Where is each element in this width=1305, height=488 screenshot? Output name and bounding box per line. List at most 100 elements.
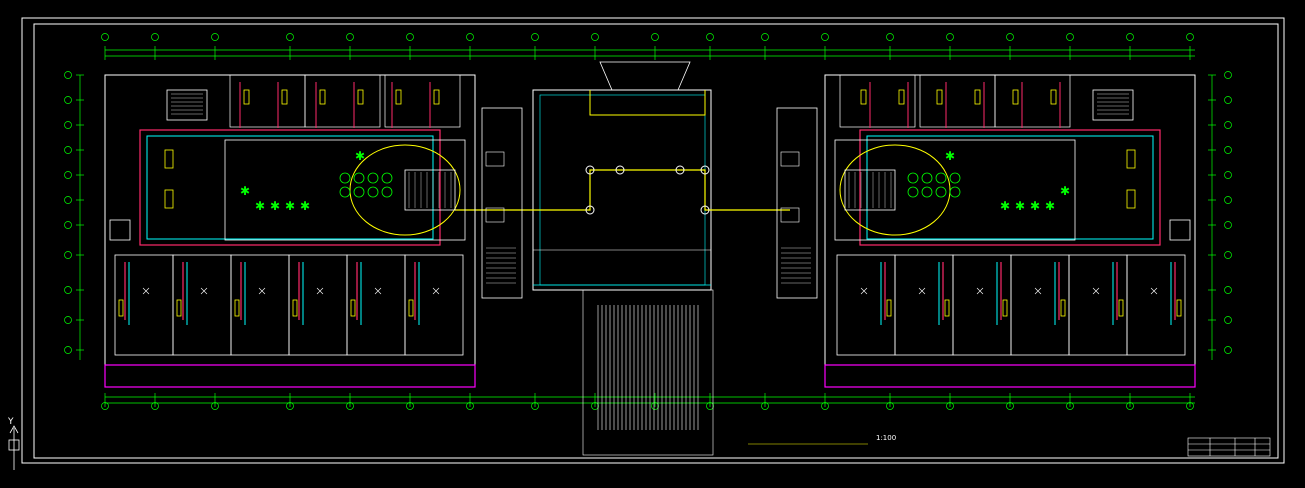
planter <box>353 172 365 184</box>
right-wing: ✱✱✱✱✱✱ <box>824 74 1196 388</box>
stair <box>166 89 208 121</box>
drawing-title: 1:100 <box>748 434 896 445</box>
elevator <box>485 207 505 223</box>
axis-bubbles <box>64 33 1232 410</box>
planter <box>339 186 351 198</box>
axis-bubble <box>64 96 72 104</box>
fan-coil-unit <box>886 299 892 317</box>
axis-bubble <box>1224 171 1232 179</box>
axis-bubble <box>211 33 219 41</box>
fan-coil-unit <box>176 299 182 317</box>
axis-bubble <box>64 316 72 324</box>
elevator <box>780 207 800 223</box>
planter <box>353 186 365 198</box>
axis-bubble <box>1224 221 1232 229</box>
equipment <box>936 89 943 105</box>
ucs-axis-icon: Y <box>7 417 20 470</box>
axis-bubble <box>101 33 109 41</box>
axis-bubble <box>1224 146 1232 154</box>
axis-bubble <box>1066 33 1074 41</box>
planter <box>935 186 947 198</box>
axis-bubble <box>1224 346 1232 354</box>
fan-coil-unit <box>944 299 950 317</box>
plant-icon: ✱ <box>240 184 250 198</box>
diffuser-mark <box>976 287 984 295</box>
left-wing: ✱✱✱✱✱✱ <box>104 74 476 388</box>
axis-bubble <box>1224 286 1232 294</box>
stair <box>1092 89 1134 121</box>
diffuser-mark <box>316 287 324 295</box>
equipment <box>433 89 440 105</box>
fan-coil-unit <box>118 299 124 317</box>
axis-bubble <box>706 402 714 410</box>
title-block <box>1187 437 1271 457</box>
axis-bubble <box>286 33 294 41</box>
axis-bubble <box>1224 71 1232 79</box>
axis-bubble <box>821 33 829 41</box>
planter <box>907 172 919 184</box>
fan-coil-unit <box>1118 299 1124 317</box>
fan-coil-unit <box>292 299 298 317</box>
diffuser-mark <box>918 287 926 295</box>
shaft <box>1169 219 1191 241</box>
atrium-stair <box>844 169 896 211</box>
equipment <box>1126 149 1136 169</box>
fan-coil-unit <box>350 299 356 317</box>
planter <box>921 172 933 184</box>
axis-bubble <box>64 251 72 259</box>
shaft <box>109 219 131 241</box>
axis-bubble <box>286 402 294 410</box>
planter <box>381 186 393 198</box>
plant-icon: ✱ <box>255 199 265 213</box>
diffuser-mark <box>860 287 868 295</box>
axis-bubble <box>761 402 769 410</box>
planter <box>339 172 351 184</box>
office-room <box>836 254 896 356</box>
room <box>384 74 461 128</box>
atrium-stair <box>404 169 456 211</box>
axis-bubble <box>466 402 474 410</box>
fan-coil-unit <box>1176 299 1182 317</box>
fan-coil-unit <box>1002 299 1008 317</box>
equipment <box>860 89 867 105</box>
axis-bubble <box>1126 33 1134 41</box>
balcony-band <box>104 364 476 388</box>
axis-bubble <box>591 33 599 41</box>
planter <box>907 186 919 198</box>
axis-bubble <box>946 402 954 410</box>
ucs-y-label: Y <box>7 417 14 427</box>
plant-icon: ✱ <box>1030 199 1040 213</box>
room <box>919 74 996 128</box>
office-room <box>404 254 464 356</box>
diffuser-mark <box>374 287 382 295</box>
elevator <box>780 151 800 167</box>
balcony-band <box>824 364 1196 388</box>
equipment <box>243 89 250 105</box>
axis-bubble <box>211 402 219 410</box>
planter <box>949 172 961 184</box>
supply-duct-main <box>139 129 441 246</box>
elevator <box>485 151 505 167</box>
axis-bubble <box>886 402 894 410</box>
axis-bubble <box>64 286 72 294</box>
diffuser-mark <box>142 287 150 295</box>
axis-bubble <box>64 146 72 154</box>
axis-bubble <box>1066 402 1074 410</box>
axis-bubble <box>1224 251 1232 259</box>
axis-bubble <box>1006 402 1014 410</box>
drawing-scale: 1:100 <box>876 434 896 442</box>
room <box>839 74 916 128</box>
plant-icon: ✱ <box>355 149 365 163</box>
axis-bubble <box>346 33 354 41</box>
entrance-steps <box>582 289 714 456</box>
axis-bubble <box>151 402 159 410</box>
axis-bubble <box>64 346 72 354</box>
planter <box>949 186 961 198</box>
equipment <box>1050 89 1057 105</box>
axis-bubble <box>64 221 72 229</box>
equipment <box>164 189 174 209</box>
core-outline <box>776 107 818 299</box>
equipment <box>319 89 326 105</box>
axis-bubble <box>406 402 414 410</box>
